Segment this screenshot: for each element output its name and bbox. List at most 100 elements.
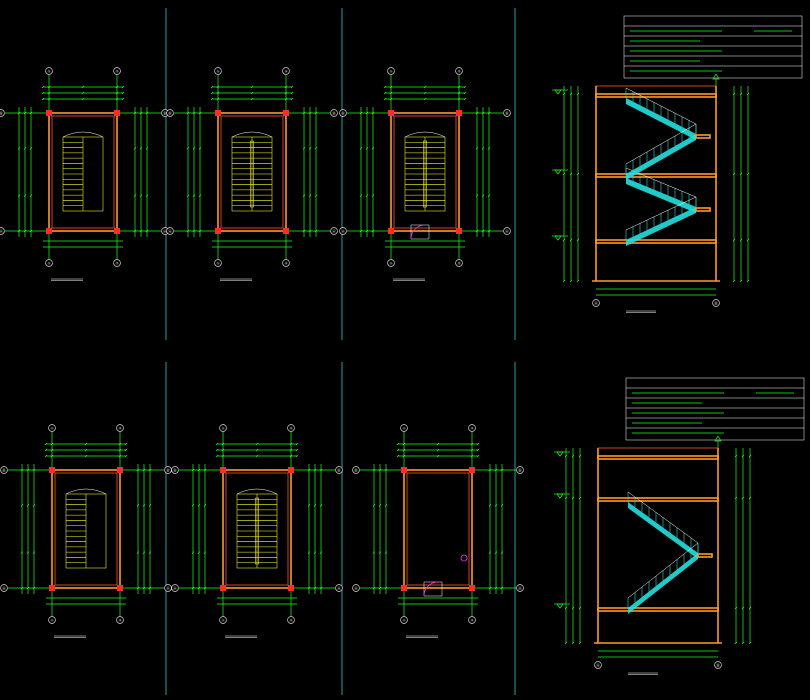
dimension-tick [463,91,467,95]
dimension-tick [569,172,573,176]
dimension-tick [319,504,323,507]
column [283,110,289,116]
dimension-tick [494,551,498,554]
grid-bubble-circle [516,466,524,474]
dimension-tick [487,194,491,197]
dimension-tick [481,194,485,197]
column [46,110,52,116]
grid-bubble-circle [282,259,290,267]
interior-wall-line [54,472,118,586]
grid-bubble-label: ① [221,426,224,430]
dimension-tick [319,551,323,554]
door-opening [410,224,430,240]
column [388,110,394,116]
column [456,110,462,116]
grid-bubble-icon: Ⓐ [330,227,338,235]
dimension-tick [121,85,125,89]
dimension-tick [32,551,36,554]
dimension-tick [139,147,143,150]
column [46,228,52,234]
dimension-tick [192,194,196,197]
dimension-tick [488,504,492,507]
dimension-tick [359,147,363,150]
grid-bubble-label: Ⓑ [341,110,345,115]
grid-bubble-label: Ⓑ [505,110,509,115]
grid-bubble-icon: Ⓑ [330,109,338,117]
grid-bubble-circle [219,616,227,624]
dimension-tick [359,194,363,197]
dimension-tick [481,147,485,150]
grid-bubble-label: Ⓐ [332,228,336,233]
dimension-tick [748,496,752,500]
grid-bubble-icon: Ⓑ [503,109,511,117]
dimension-tick [576,279,580,283]
grid-bubble-label: ① [389,69,392,73]
dimension-tick [308,194,312,197]
dimension-tick [463,85,467,89]
grid-bubble-circle [330,227,338,235]
dimension-tick [734,606,738,610]
grid-bubble-icon: Ⓐ [164,584,172,592]
dimension-tick [476,448,480,452]
grid-bubble-label: ② [284,261,287,265]
grid-bubble-circle [330,109,338,117]
dimension-tick [571,454,575,458]
dimension-tick [250,97,254,101]
dimension-tick [255,454,259,458]
dimension-tick [307,504,311,507]
dimension-tick [396,442,400,446]
grid-bubble-icon: ② [287,616,295,624]
dimension-tick [313,504,317,507]
floor-slab [595,239,717,244]
elevation-marker-icon [552,169,568,175]
dimension-tick [564,606,568,610]
dimension-tick [732,279,736,283]
column [401,467,407,473]
dimension-tick [295,448,299,452]
column [388,228,394,234]
stair-flight [626,178,696,213]
dimension-tick [384,504,388,507]
interior-wall-line [220,115,284,229]
dimension-tick [44,454,48,458]
dimension-tick [29,147,33,150]
grid-bubble-label: Ⓑ [173,467,177,472]
dimension-tick [576,238,580,242]
grid-bubble-circle [287,616,295,624]
grid-bubble-icon: Ⓐ [339,227,347,235]
grid-bubble-circle [0,466,8,474]
grid-bubble-label: Ⓑ [337,467,341,472]
grid-bubble-label: Ⓑ [354,467,358,472]
grid-bubble-icon: ② [468,616,476,624]
dimension-tick [576,92,580,96]
dimension-tick [148,551,152,554]
dimension-tick [569,279,573,283]
landing-arrow [65,488,107,495]
elevation-marker-icon [554,451,570,457]
dimension-tick [463,97,467,101]
grid-bubble-circle [516,584,524,592]
grid-bubble-circle [171,466,179,474]
dimension-tick [84,448,88,452]
dimension-tick [133,147,137,150]
dimension-tick [44,442,48,446]
grid-bubble-label: ② [118,426,121,430]
roof-drain [460,554,468,562]
dimension-tick [562,172,566,176]
handrail [627,542,699,599]
dimension-tick [436,442,440,446]
dimension-tick [383,91,387,95]
grid-bubble-circle [400,424,408,432]
grid-bubble-circle [171,584,179,592]
dimension-tick [371,147,375,150]
column [401,585,407,591]
dimension-tick [741,606,745,610]
dimension-tick [732,172,736,176]
dimension-tick [578,641,582,645]
dimension-tick [564,641,568,645]
dimension-tick [250,91,254,95]
grid-bubble-icon: ② [116,616,124,624]
column [117,585,123,591]
grid-bubble-icon: Ⓑ [352,466,360,474]
